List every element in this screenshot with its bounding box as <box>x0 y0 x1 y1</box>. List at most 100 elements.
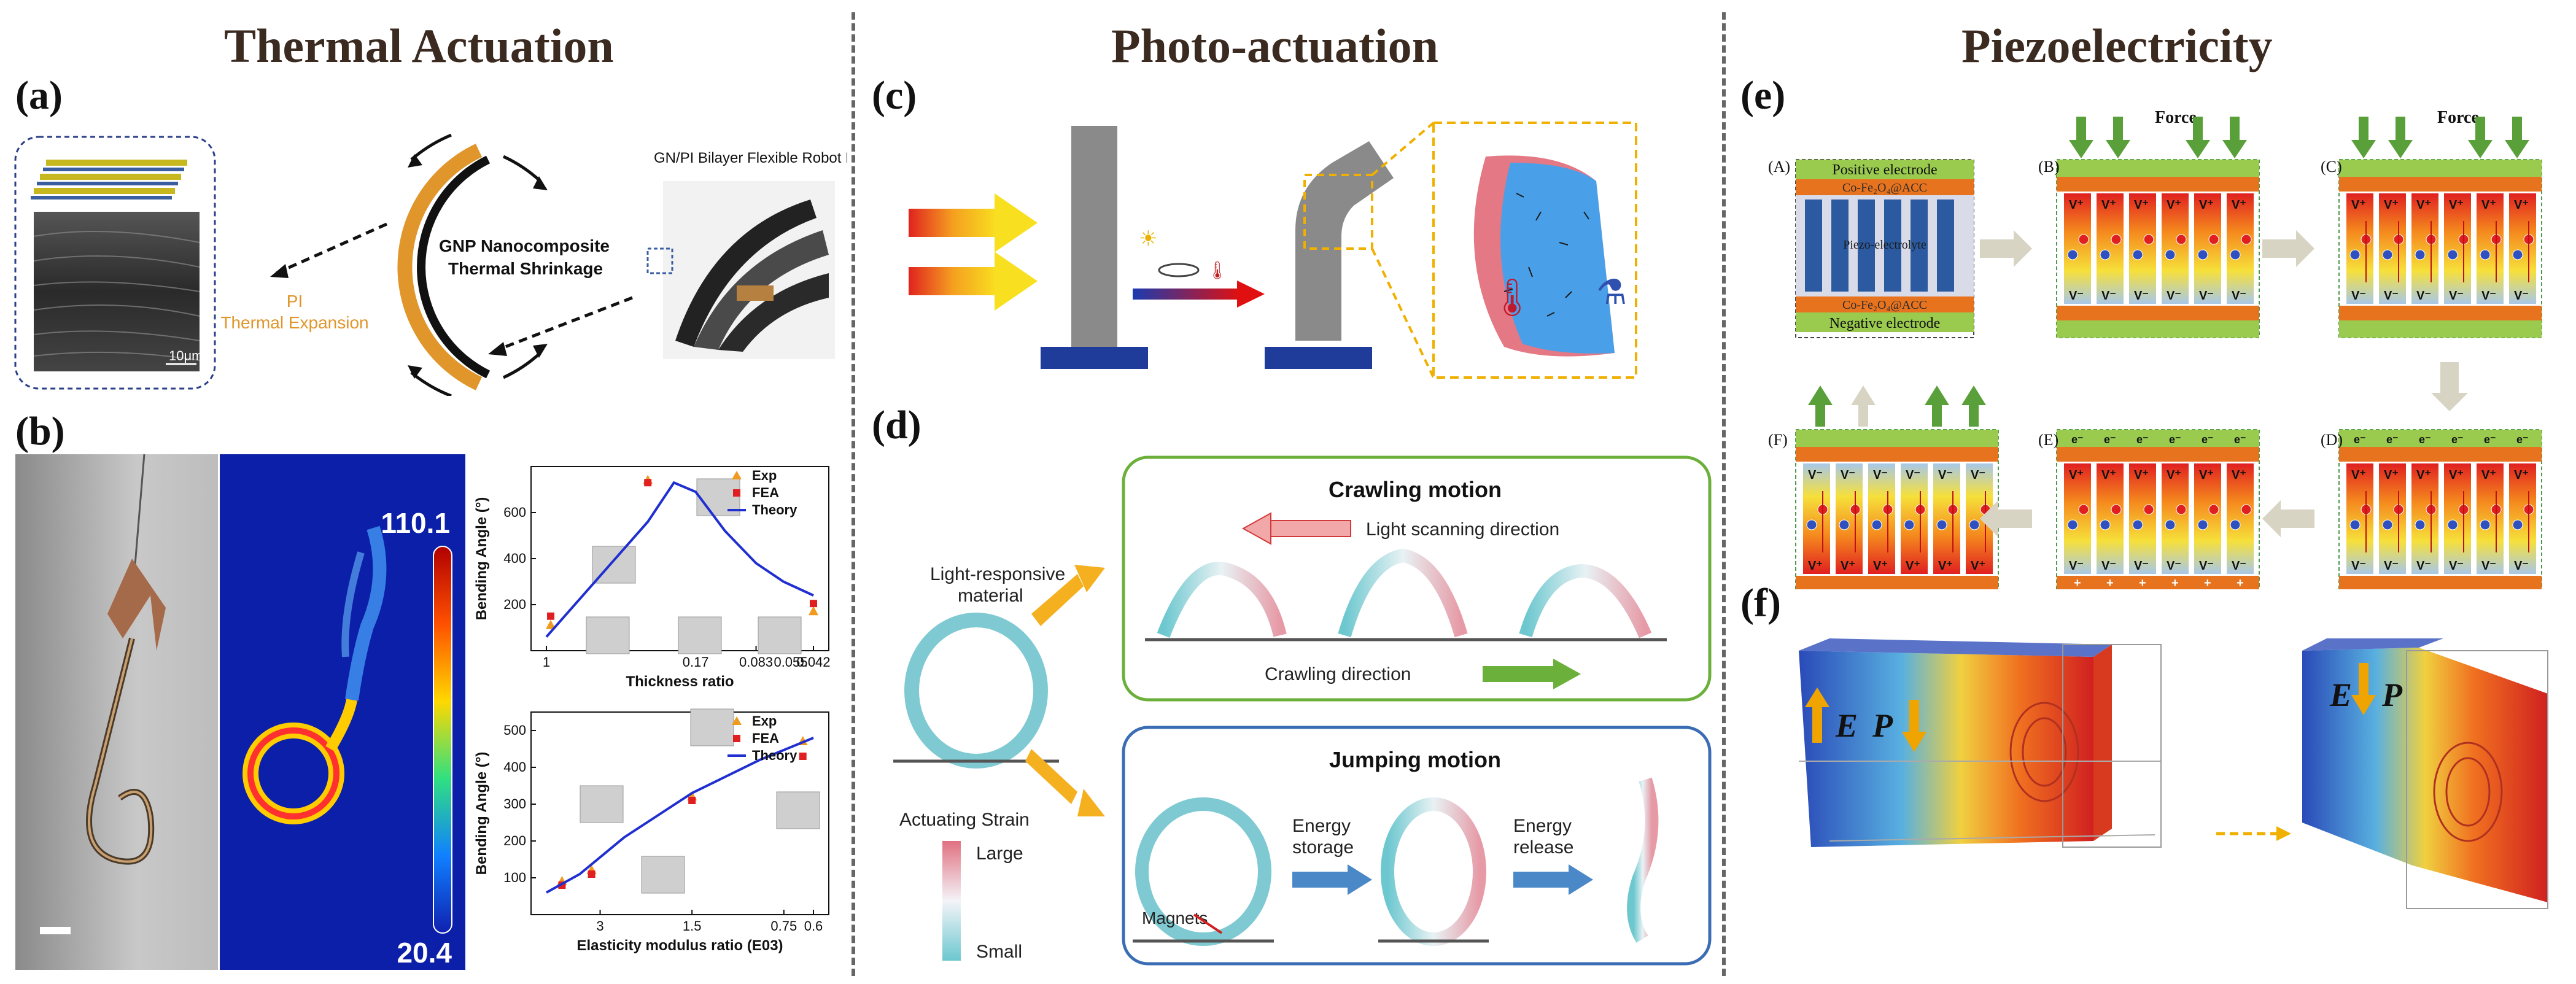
panel-label-d: (d) <box>872 403 921 447</box>
y-tick-label: 300 <box>503 796 526 812</box>
straight-beam <box>1071 126 1117 347</box>
step-f: (F) <box>1768 431 1788 449</box>
vacancy-label: V⁻ <box>2481 559 2496 573</box>
vacancy-label: V⁺ <box>2481 198 2496 212</box>
p-label-right: P <box>2381 676 2403 713</box>
base-left <box>1041 347 1148 369</box>
electron-label: e⁻ <box>2071 433 2084 446</box>
force-arrow-icon <box>2186 140 2210 158</box>
plus-charge: + <box>2106 576 2114 589</box>
strain-large: Large <box>976 843 1023 864</box>
e-up-arrow-icon <box>1805 688 1829 743</box>
vacancy-label: V⁻ <box>2351 559 2366 573</box>
vacancy-label: V⁻ <box>1873 468 1888 482</box>
legend-exp-marker <box>732 716 742 725</box>
vacancy-label: V⁻ <box>2384 559 2399 573</box>
x-tick-label: 1.5 <box>683 918 702 934</box>
vacancy-label: V⁺ <box>1938 559 1953 573</box>
x-tick-label: 3 <box>596 918 603 934</box>
arrow-b-c <box>2262 230 2314 267</box>
vacancy-label: V⁻ <box>2514 559 2529 573</box>
crawl-arch-2 <box>1338 548 1468 638</box>
light-direction-label: Light scanning direction <box>1366 519 1559 540</box>
block-left <box>1799 638 2162 848</box>
vacancy-label: V⁺ <box>2232 468 2246 482</box>
arrow-e-f <box>1980 500 2032 537</box>
energy-storage-2: storage <box>1292 837 1354 858</box>
vacancy-label: V⁻ <box>1971 468 1985 482</box>
inset-thumbnail <box>586 616 630 654</box>
vacancy-label: V⁻ <box>2069 289 2084 303</box>
force-arrow-icon <box>2388 140 2413 158</box>
panel-a-diagram: 10μm GNP Nanocomposite Thermal Shrinkage… <box>14 133 847 396</box>
x-tick-label: 0.055 <box>774 654 807 670</box>
vacancy-label: V⁻ <box>2134 289 2149 303</box>
electron-label: e⁻ <box>2169 433 2181 446</box>
pi-label-1: PI <box>287 292 303 311</box>
step-e: (E) <box>2038 431 2058 449</box>
legend-exp-marker <box>732 471 742 479</box>
divider-right <box>1722 12 1726 976</box>
crawl-arch-3 <box>1519 564 1652 638</box>
energy-storage-1: Energy <box>1292 816 1351 836</box>
electron-label: e⁻ <box>2234 433 2246 446</box>
panel-label-f: (f) <box>1740 581 1781 626</box>
vacancy-label: V⁻ <box>2416 289 2431 303</box>
legend-fea: FEA <box>752 485 779 500</box>
strain-bar <box>942 841 961 961</box>
release-arrow-icon <box>1851 385 1876 405</box>
plus-charge: + <box>2204 576 2211 589</box>
vacancy-label: V⁺ <box>2384 468 2399 482</box>
vacancy-label: V⁻ <box>2069 559 2084 573</box>
jump-strip <box>1627 777 1659 943</box>
vacancy-label: V⁻ <box>2199 289 2214 303</box>
force-arrow-icon <box>2351 140 2376 158</box>
y-tick-label: 200 <box>503 597 526 612</box>
panel-label-a: (a) <box>15 73 63 118</box>
electron-label: e⁻ <box>2354 433 2366 446</box>
strain-title: Actuating Strain <box>899 810 1030 830</box>
electrolyte-label: Piezo-electrolyte <box>1843 238 1926 252</box>
divider-left <box>852 12 855 976</box>
base-right <box>1265 347 1372 369</box>
jump-ring-2 <box>1381 797 1486 946</box>
legend-exp: Exp <box>752 468 777 483</box>
vacancy-label: V⁺ <box>2134 198 2149 212</box>
vacancy-label: V⁻ <box>2134 559 2149 573</box>
thermal-image: 110.1 20.4 <box>220 454 465 970</box>
x-tick-label: 0.17 <box>683 654 709 670</box>
cell-d: V⁺V⁻e⁻V⁺V⁻e⁻V⁺V⁻e⁻V⁺V⁻e⁻V⁺V⁻e⁻V⁺V⁻e⁻ <box>2338 429 2542 589</box>
colorbar-min: 20.4 <box>397 937 452 969</box>
heat-arrow <box>1133 289 1240 300</box>
magnets-label: Magnets <box>1142 908 1208 928</box>
legend-theory: Theory <box>752 748 797 763</box>
vacancy-label: V⁻ <box>1841 468 1855 482</box>
exp-point <box>809 606 818 616</box>
jump-title: Jumping motion <box>1329 747 1501 772</box>
step-b: (B) <box>2038 158 2060 176</box>
inset-frame <box>14 136 216 390</box>
fea-point <box>547 612 555 620</box>
cofe-top: Co-Fe₂O₄@ACC <box>1842 181 1927 195</box>
crawl-direction-label: Crawling direction <box>1265 664 1411 684</box>
force-arrow-icon <box>2106 140 2130 158</box>
arrow-a-b <box>1980 230 2032 267</box>
cell-b: V⁺V⁻V⁺V⁻V⁺V⁻V⁺V⁻V⁺V⁻V⁺V⁻ <box>2056 117 2260 338</box>
step-d: (D) <box>2321 431 2343 449</box>
exp-point <box>546 619 556 629</box>
step-c: (C) <box>2321 158 2342 176</box>
cell-c: V⁺V⁻V⁺V⁻V⁺V⁻V⁺V⁻V⁺V⁻V⁺V⁻ <box>2338 117 2542 338</box>
electron-label: e⁻ <box>2202 433 2214 446</box>
vacancy-label: V⁺ <box>2449 468 2464 482</box>
vacancy-label: V⁺ <box>2167 468 2181 482</box>
vacancy-label: V⁻ <box>1938 468 1953 482</box>
material-label-1: Light-responsive <box>930 564 1065 584</box>
vacancy-label: V⁺ <box>2481 468 2496 482</box>
arrow-from-hands <box>497 296 633 352</box>
vacancy-label: V⁺ <box>2101 198 2116 212</box>
electron-label: e⁻ <box>2451 433 2464 446</box>
panel-f-diagram: E P E P <box>1799 638 2548 909</box>
y-tick-label: 500 <box>503 723 526 738</box>
inset-thumbnail <box>690 708 734 746</box>
